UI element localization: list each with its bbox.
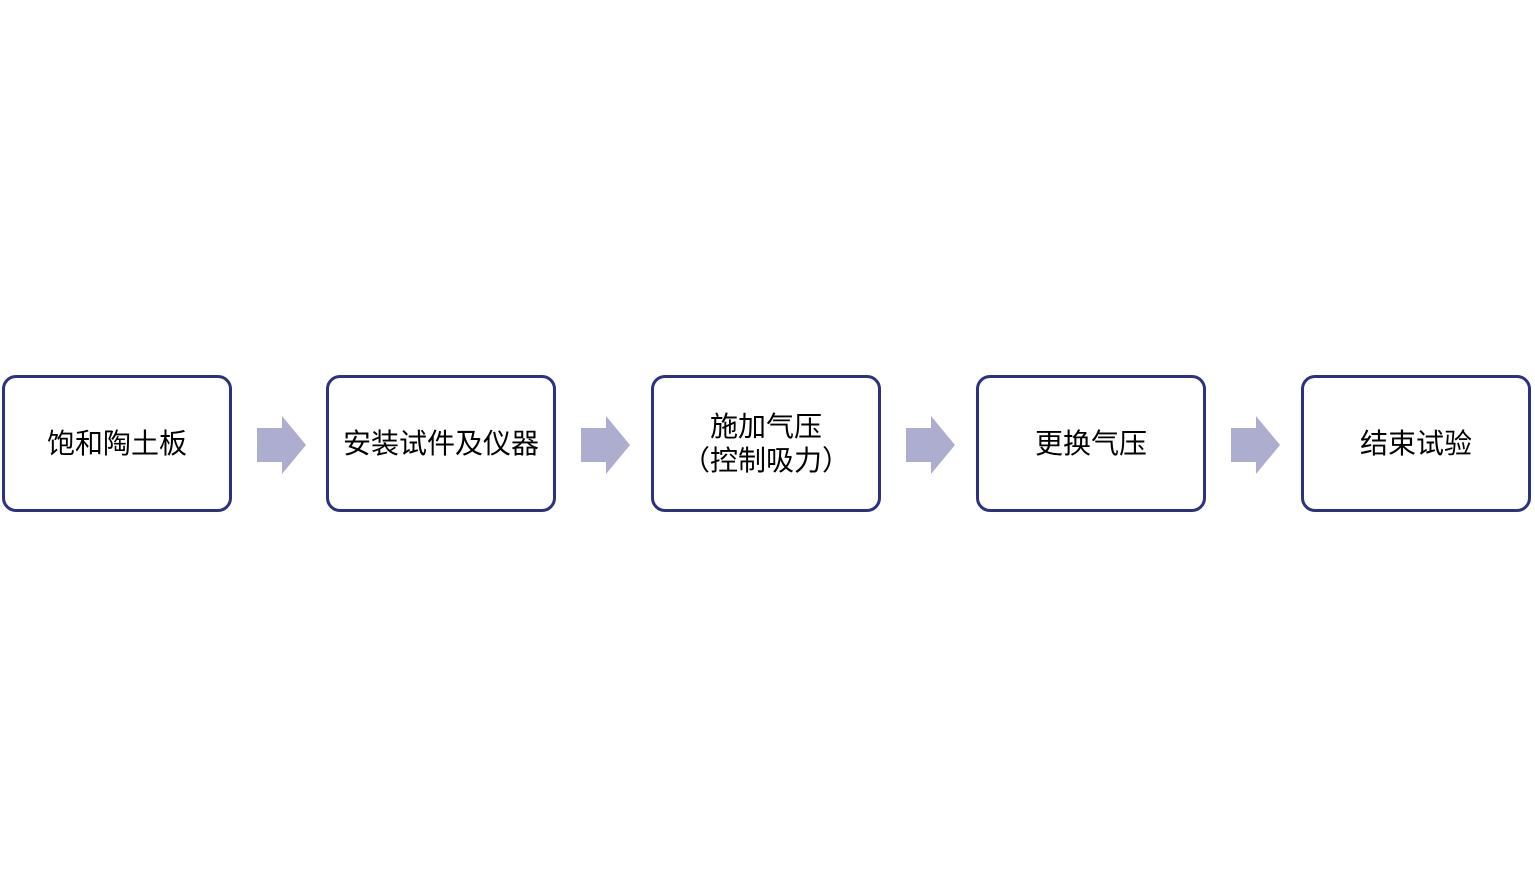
step-label-1: 饱和陶土板 — [46, 426, 187, 460]
right-arrow-icon — [581, 416, 631, 474]
step-label-5: 结束试验 — [1359, 426, 1472, 460]
step-label-4: 更换气压 — [1034, 426, 1147, 460]
right-arrow-icon — [1231, 416, 1281, 474]
step-box-1: 饱和陶土板 — [2, 375, 232, 512]
step-box-5: 结束试验 — [1301, 375, 1531, 512]
right-arrow-icon — [257, 416, 307, 474]
step-box-3: 施加气压 （控制吸力） — [651, 375, 881, 512]
step-label-2: 安装试件及仪器 — [342, 426, 539, 460]
step-box-2: 安装试件及仪器 — [326, 375, 556, 512]
step-label-3: 施加气压 （控制吸力） — [681, 409, 850, 477]
right-arrow-icon — [906, 416, 956, 474]
step-box-4: 更换气压 — [976, 375, 1206, 512]
